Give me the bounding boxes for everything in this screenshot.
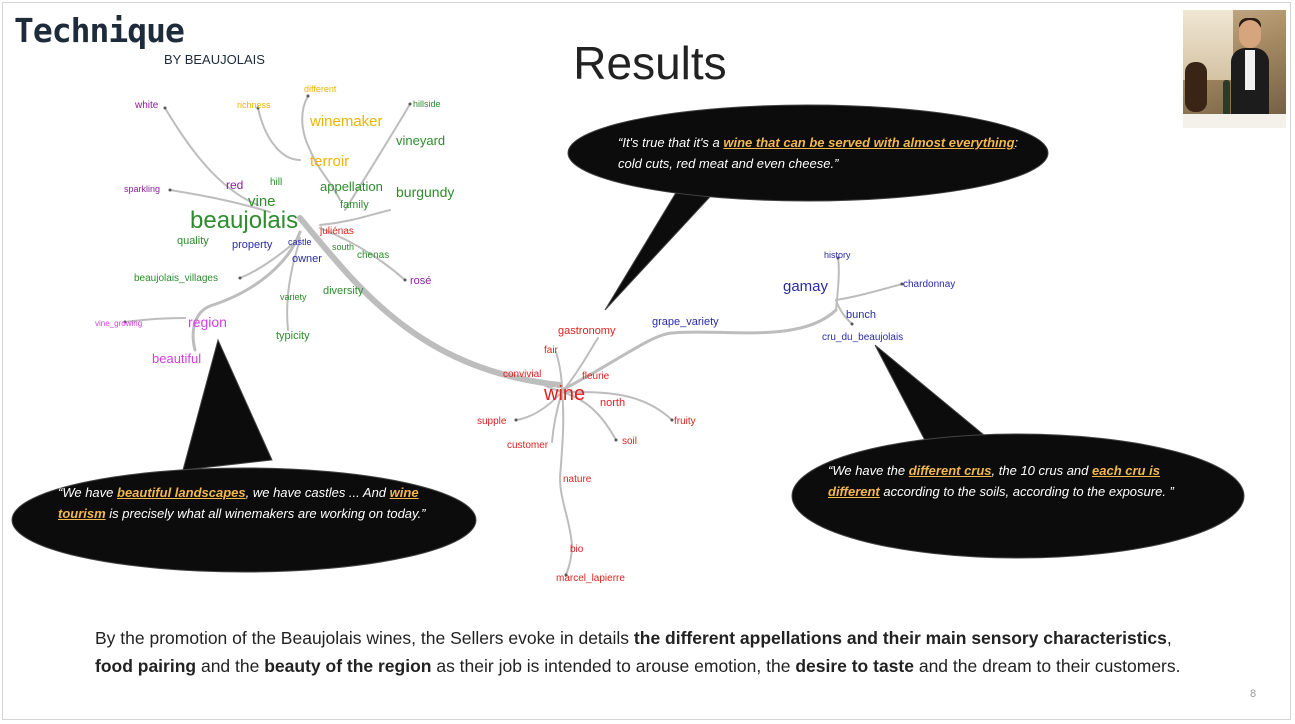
right-speech-bubble <box>791 433 1245 559</box>
word-soil: soil <box>622 436 637 447</box>
edge-richness <box>257 107 301 161</box>
word-property: property <box>232 239 273 251</box>
word-marcel-lapierre: marcel_lapierre <box>556 573 625 584</box>
word-family: family <box>340 199 369 211</box>
top-bubble-text: “It's true that it's a wine that can be … <box>618 135 1019 171</box>
edge-beaujolais-wine <box>297 215 563 388</box>
edge-fair <box>555 351 563 393</box>
left-speech-bubble <box>11 467 477 573</box>
edge-sparkling <box>169 189 271 213</box>
word-region: region <box>188 314 227 330</box>
edge-rose <box>319 227 406 281</box>
edge-gamay-chardonnay <box>835 283 903 301</box>
word-labels: white richness different hillside winema… <box>95 84 955 584</box>
edge-gastronomy <box>561 337 599 393</box>
word-winemaker: winemaker <box>309 113 383 130</box>
word-vineyard: vineyard <box>396 133 445 148</box>
word-bunch: bunch <box>846 309 876 321</box>
technique-logo: Technique BY BEAUJOLAIS <box>14 11 265 68</box>
word-nature: nature <box>563 474 592 485</box>
word-sparkling: sparkling <box>124 184 160 194</box>
word-typicity: typicity <box>276 330 310 342</box>
speech-bubbles <box>11 104 1245 573</box>
word-rose: rosé <box>410 275 431 287</box>
word-supple: supple <box>477 416 507 427</box>
word-beaujolais-villages: beaujolais_villages <box>134 273 218 284</box>
edge-nature-bio <box>558 391 574 576</box>
word-burgundy: burgundy <box>396 184 454 200</box>
logo-main-text: Technique <box>14 11 185 50</box>
word-red: red <box>226 178 243 192</box>
edge-fruity <box>561 390 673 421</box>
highlight-different-crus: different crus <box>908 463 992 478</box>
top-speech-bubble <box>567 104 1049 202</box>
word-white: white <box>134 100 159 111</box>
word-richness: richness <box>237 100 271 110</box>
edge-gamay-history <box>835 257 840 311</box>
slide-title: Results <box>573 37 727 89</box>
word-terroir: terroir <box>310 153 349 170</box>
highlight-wine-served-with-everything: wine that can be served with almost ever… <box>723 135 1015 150</box>
edge-vine-growing <box>124 317 186 323</box>
word-north: north <box>600 397 625 409</box>
word-appellation: appellation <box>320 179 383 194</box>
word-vine: vine <box>248 193 276 210</box>
edge-beaujolais-villages <box>239 237 301 279</box>
highlight-wine-tourism: wine tourism <box>58 485 419 521</box>
word-hillside: hillside <box>413 99 441 109</box>
word-customer: customer <box>507 440 549 451</box>
edge-convivial <box>535 379 563 393</box>
word-gastronomy: gastronomy <box>558 325 616 337</box>
word-owner: owner <box>292 253 322 265</box>
edge-region <box>191 230 302 352</box>
edge-soil <box>561 391 617 441</box>
word-beaujolais: beaujolais <box>190 207 298 234</box>
waiter-serving-wine-photo <box>1183 10 1286 128</box>
edge-burgundy <box>319 209 391 226</box>
word-south: south <box>332 242 354 252</box>
left-bubble-tail <box>182 338 273 471</box>
summary-paragraph: By the promotion of the Beaujolais wines… <box>95 628 1181 676</box>
right-bubble-tail <box>874 344 992 451</box>
left-bubble-text: “We have beautiful landscapes, we have c… <box>58 485 426 521</box>
edge-gamay-bunch <box>835 299 853 325</box>
edge-different <box>301 95 341 201</box>
word-quality: quality <box>177 235 209 247</box>
page-number: 8 <box>1250 688 1257 700</box>
edge-white <box>164 107 259 206</box>
word-chenas: chenas <box>357 250 389 261</box>
highlight-each-cru-is-different: each cru is different <box>828 463 1160 499</box>
highlight-beautiful-landscapes: beautiful landscapes <box>117 485 246 500</box>
word-beautiful: beautiful <box>152 351 201 366</box>
word-cru-du-beaujolais: cru_du_beaujolais <box>822 332 903 343</box>
word-gamay: gamay <box>783 278 829 295</box>
edge-hillside <box>344 103 411 211</box>
word-bio: bio <box>570 544 584 555</box>
word-convivial: convivial <box>503 369 541 380</box>
word-vine-growing: vine_growing <box>95 319 142 328</box>
edge-wine-gamay <box>560 308 838 392</box>
right-bubble-text: “We have the different crus, the 10 crus… <box>828 463 1174 499</box>
edge-customer <box>551 391 563 443</box>
word-fleurie: fleurie <box>582 371 610 382</box>
edge-typicity <box>286 239 301 331</box>
word-castle: castle <box>288 237 312 247</box>
edge-supple <box>515 391 563 421</box>
word-fair: fair <box>544 345 559 356</box>
tree-node-dots <box>123 94 904 577</box>
word-wine: wine <box>543 383 585 405</box>
word-variety: variety <box>280 292 307 302</box>
word-hill: hill <box>270 177 282 188</box>
word-history: history <box>824 250 851 260</box>
top-bubble-tail <box>604 185 722 311</box>
word-grape-variety: grape_variety <box>652 316 719 328</box>
word-fruity: fruity <box>674 416 696 427</box>
word-diversity: diversity <box>323 285 364 297</box>
word-julienas: juliénas <box>319 226 354 237</box>
word-chardonnay: chardonnay <box>903 279 955 290</box>
logo-sub-text: BY BEAUJOLAIS <box>164 52 265 67</box>
word-different: different <box>304 84 337 94</box>
tree-edges <box>124 95 903 576</box>
